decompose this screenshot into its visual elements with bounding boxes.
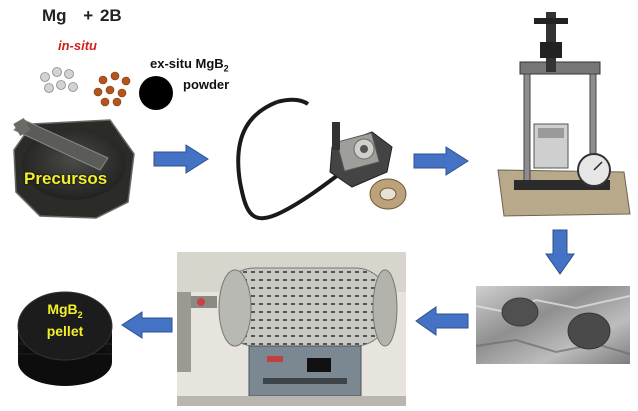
boron-powder-icon	[94, 72, 130, 106]
tube-furnace-photo	[177, 252, 406, 406]
tube-filler-icon	[222, 92, 412, 232]
pellet-label: MgB2 pellet	[34, 301, 96, 339]
arrow-right-icon	[412, 145, 470, 177]
tube-furnace-icon	[177, 252, 406, 406]
mortar-pestle-icon	[10, 112, 140, 222]
reactant-mg: Mg	[42, 6, 67, 25]
arrow-left-icon	[120, 310, 174, 340]
arrow-right-icon	[152, 143, 210, 175]
pellet-subscript: 2	[78, 310, 83, 320]
reaction-equation: Mg + 2B	[42, 6, 122, 26]
arrow-left-icon	[414, 305, 470, 337]
hydraulic-press-icon	[494, 2, 632, 220]
precursors-label: Precursos	[24, 169, 107, 189]
foil-wrapped-pellets-icon	[476, 286, 630, 364]
mgb2-powder-icon	[139, 76, 173, 110]
in-situ-label: in-situ	[58, 38, 97, 53]
arrow-down-icon	[544, 228, 576, 276]
pellet-line2: pellet	[47, 323, 84, 339]
ex-situ-subscript: 2	[224, 64, 229, 74]
plus-sign: +	[83, 6, 93, 25]
pellet-line1: MgB	[47, 301, 77, 317]
powders-icon	[35, 62, 185, 112]
reactant-2b: 2B	[100, 6, 122, 25]
mg-powder-icon	[41, 68, 78, 93]
